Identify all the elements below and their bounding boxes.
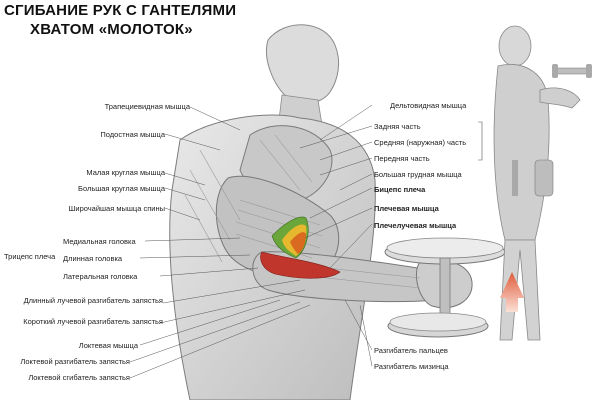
label-extensor-digitorum: Разгибатель пальцев	[374, 346, 448, 355]
label-deltoid-front: Передняя часть	[374, 154, 430, 163]
dumbbell	[384, 237, 506, 338]
diagram-title-line1: СГИБАНИЕ РУК С ГАНТЕЛЯМИ	[4, 2, 237, 19]
up-arrow-icon	[500, 272, 524, 312]
label-teres-minor: Малая круглая мышца	[86, 168, 165, 177]
label-deltoid-rear: Задняя часть	[374, 122, 421, 131]
label-biceps: Бицепс плеча	[374, 185, 426, 194]
label-latissimus: Широчайшая мышца спины	[68, 204, 166, 213]
highlighted-muscles	[260, 216, 341, 279]
label-ecu: Локтевой разгибатель запястья	[20, 357, 130, 366]
side-figure	[493, 25, 592, 341]
label-trapezius: Трапециевидная мышца	[104, 102, 190, 111]
label-brachioradialis: Плечелучевая мышца	[374, 221, 457, 230]
label-deltoid-middle: Средняя (наружная) часть	[374, 138, 467, 147]
label-triceps-medial-head: Медиальная головка	[63, 237, 136, 246]
deltoid-bracket	[478, 121, 483, 161]
diagram-title-line2: ХВАТОМ «МОЛОТОК»	[30, 21, 193, 38]
label-triceps-lateral-head: Латеральная головка	[63, 272, 138, 281]
label-ecr-brevis: Короткий лучевой разгибатель запястья	[23, 317, 163, 326]
leader-lines-right	[299, 104, 373, 367]
label-pec-major: Большая грудная мышца	[374, 170, 462, 179]
label-extensor-digiti-minimi: Разгибатель мизинца	[374, 362, 449, 371]
label-triceps-long-head: Длинная головка	[63, 254, 123, 263]
label-triceps: Трицепс плеча	[4, 252, 56, 261]
label-deltoid: Дельтовидная мышца	[390, 101, 467, 110]
label-ecr-longus: Длинный лучевой разгибатель запястья	[23, 296, 163, 305]
label-anconeus: Локтевая мышца	[78, 341, 138, 350]
label-infraspinatus: Подостная мышца	[100, 130, 165, 139]
label-brachialis: Плечевая мышца	[374, 204, 439, 213]
label-fcu: Локтевой сгибатель запястья	[28, 373, 130, 382]
label-teres-major: Большая круглая мышца	[78, 184, 165, 193]
leader-lines-left	[129, 106, 311, 379]
